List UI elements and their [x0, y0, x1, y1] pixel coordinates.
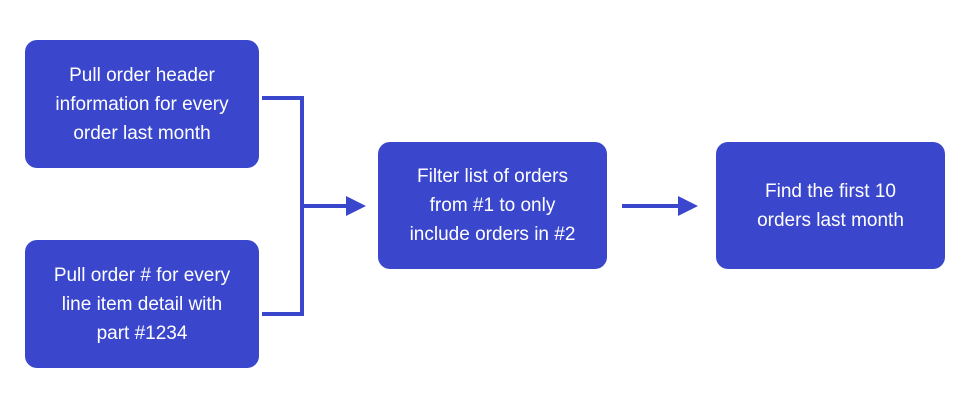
step-2-box: Pull order # for every line item detail … [25, 240, 259, 368]
next-arrow-head [678, 196, 698, 216]
merge-arrow-head [346, 196, 366, 216]
step-1-text: Pull order header information for every … [55, 64, 229, 144]
step-3-box: Filter list of orders from #1 to only in… [378, 142, 607, 269]
step-4-text: Find the first 10 orders last month [757, 180, 904, 231]
step-4-box: Find the first 10 orders last month [716, 142, 945, 269]
step-3-text: Filter list of orders from #1 to only in… [409, 166, 576, 245]
step-2-text: Pull order # for every line item detail … [53, 264, 231, 344]
merge-bracket [262, 96, 304, 316]
step-1-box: Pull order header information for every … [25, 40, 259, 168]
